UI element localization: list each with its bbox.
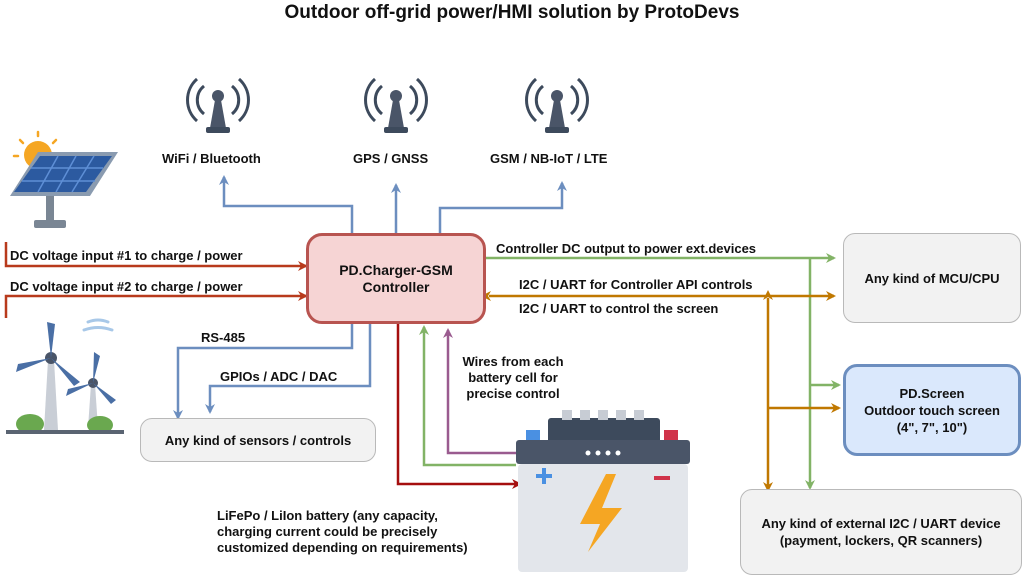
- page-title: Outdoor off-grid power/HMI solution by P…: [284, 2, 740, 23]
- wind-turbine-icon: [6, 318, 124, 434]
- mcu-box: Any kind of MCU/CPU: [843, 233, 1021, 323]
- battery-note: LiFePo / LiIon battery (any capacity, ch…: [217, 508, 468, 555]
- i2c-api-label: I2C / UART for Controller API controls: [519, 277, 753, 292]
- battery-wires: [396, 322, 532, 489]
- sensors-box: Any kind of sensors / controls: [140, 418, 376, 462]
- controller-box: PD.Charger-GSM Controller: [306, 233, 486, 324]
- battery-icon: [516, 410, 690, 572]
- antenna-label-gps: GPS / GNSS: [353, 151, 429, 166]
- dc-input-1-label: DC voltage input #1 to charge / power: [10, 248, 243, 263]
- antenna-label-wifi: WiFi / Bluetooth: [162, 151, 261, 166]
- pd-screen-box: PD.Screen Outdoor touch screen (4", 7", …: [843, 364, 1021, 456]
- battery-wires-label: Wires from each battery cell for precise…: [462, 354, 564, 401]
- antenna-wifi-icon: [186, 77, 250, 133]
- dc-input-2-label: DC voltage input #2 to charge / power: [10, 279, 243, 294]
- antenna-label-gsm: GSM / NB-IoT / LTE: [490, 151, 608, 166]
- solar-panel-icon: [10, 130, 118, 228]
- i2c-screen-label: I2C / UART to control the screen: [519, 301, 719, 316]
- antenna-gps-icon: [364, 77, 428, 133]
- i2c-uart-lines: [481, 290, 841, 492]
- antenna-links: [219, 175, 567, 233]
- external-device-box: Any kind of external I2C / UART device (…: [740, 489, 1022, 575]
- rs485-label: RS-485: [201, 330, 246, 345]
- dc-input-2-line: [4, 291, 308, 318]
- antenna-gsm-icon: [525, 77, 589, 133]
- dc-input-1-line: [4, 242, 308, 271]
- sensor-links: [173, 322, 372, 420]
- gpio-label: GPIOs / ADC / DAC: [220, 369, 338, 384]
- dc-output-label: Controller DC output to power ext.device…: [496, 241, 757, 256]
